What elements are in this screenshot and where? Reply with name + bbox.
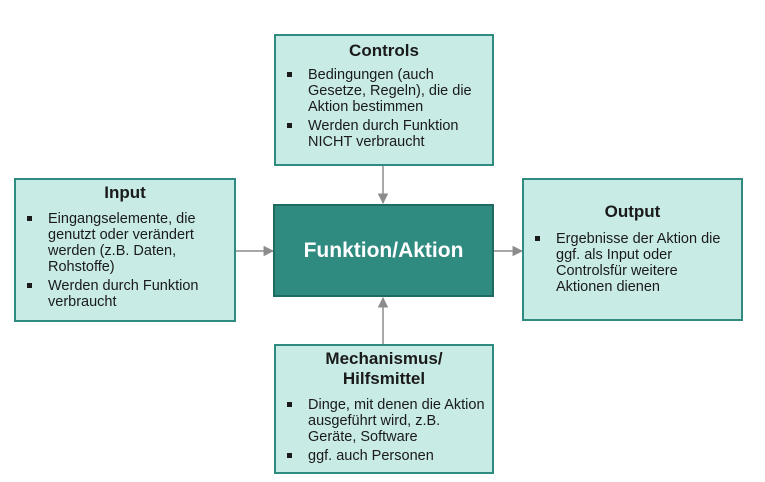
input-item: Eingangselemente, die genutzt oder verän… [22,211,228,275]
output-title: Output [604,202,661,221]
mechanism-item: ggf. auch Personen [282,448,486,464]
output-box: Output Ergebnisse der Aktion die ggf. al… [522,178,743,321]
mechanism-item: Dinge, mit denen die Aktion ausgeführt w… [282,397,486,445]
mechanism-title-line1: Mechanismus/ [325,349,443,368]
input-title: Input [104,183,146,202]
controls-item: Bedingungen (auch Gesetze, Regeln), die … [282,67,486,115]
input-box: Input Eingangselemente, die genutzt oder… [14,178,236,322]
output-item: Ergebnisse der Aktion die ggf. als Input… [530,231,735,295]
controls-title: Controls [349,41,419,60]
controls-item: Werden durch Funktion NICHT verbraucht [282,118,486,150]
mechanism-list: Dinge, mit denen die Aktion ausgeführt w… [282,397,486,464]
mechanism-box: Mechanismus/ Hilfsmittel Dinge, mit dene… [274,344,494,474]
function-label: Funktion/Aktion [303,238,464,262]
function-box: Funktion/Aktion [273,204,494,297]
input-list: Eingangselemente, die genutzt oder verän… [22,211,228,310]
mechanism-title-line2: Hilfsmittel [342,369,426,388]
controls-box: Controls Bedingungen (auch Gesetze, Rege… [274,34,494,166]
output-list: Ergebnisse der Aktion die ggf. als Input… [530,231,735,295]
input-item: Werden durch Funktion verbraucht [22,278,228,310]
controls-list: Bedingungen (auch Gesetze, Regeln), die … [282,67,486,150]
